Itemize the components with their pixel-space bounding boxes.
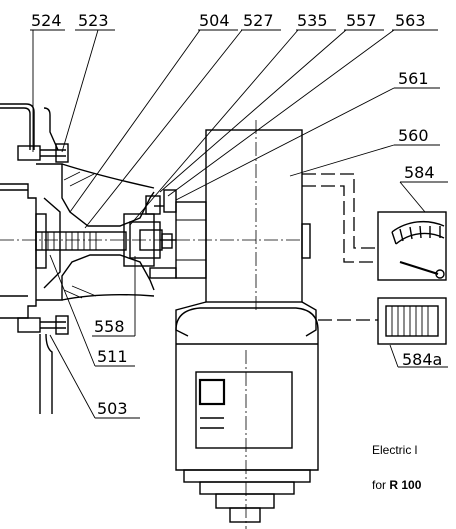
- label-504: 504: [199, 11, 230, 30]
- indicator-digital: [377, 297, 447, 345]
- shaft-coupling: [35, 189, 207, 279]
- label-557: 557: [346, 11, 377, 30]
- caption-line2-bold: R 100: [389, 478, 421, 492]
- label-523: 523: [78, 11, 109, 30]
- label-511: 511: [97, 347, 128, 366]
- signal-lines: [302, 173, 378, 321]
- motor-housing: [175, 307, 319, 529]
- label-524: 524: [31, 11, 62, 30]
- pump-housing: [0, 103, 300, 414]
- label-503: 503: [97, 399, 128, 418]
- label-561: 561: [398, 69, 429, 88]
- caption-line2: for R 100: [372, 478, 422, 492]
- label-563: 563: [395, 11, 426, 30]
- label-527: 527: [243, 11, 274, 30]
- label-558: 558: [94, 317, 125, 336]
- label-584a: 584a: [402, 350, 442, 369]
- label-535: 535: [297, 11, 328, 30]
- indicator-gauge: [377, 211, 447, 281]
- caption-line2-prefix: for: [372, 478, 389, 492]
- actuator-body: [175, 120, 317, 337]
- caption-line1: Electric l: [372, 443, 417, 457]
- label-584: 584: [404, 163, 435, 182]
- label-560: 560: [398, 126, 429, 145]
- leader-lines: [30, 29, 448, 419]
